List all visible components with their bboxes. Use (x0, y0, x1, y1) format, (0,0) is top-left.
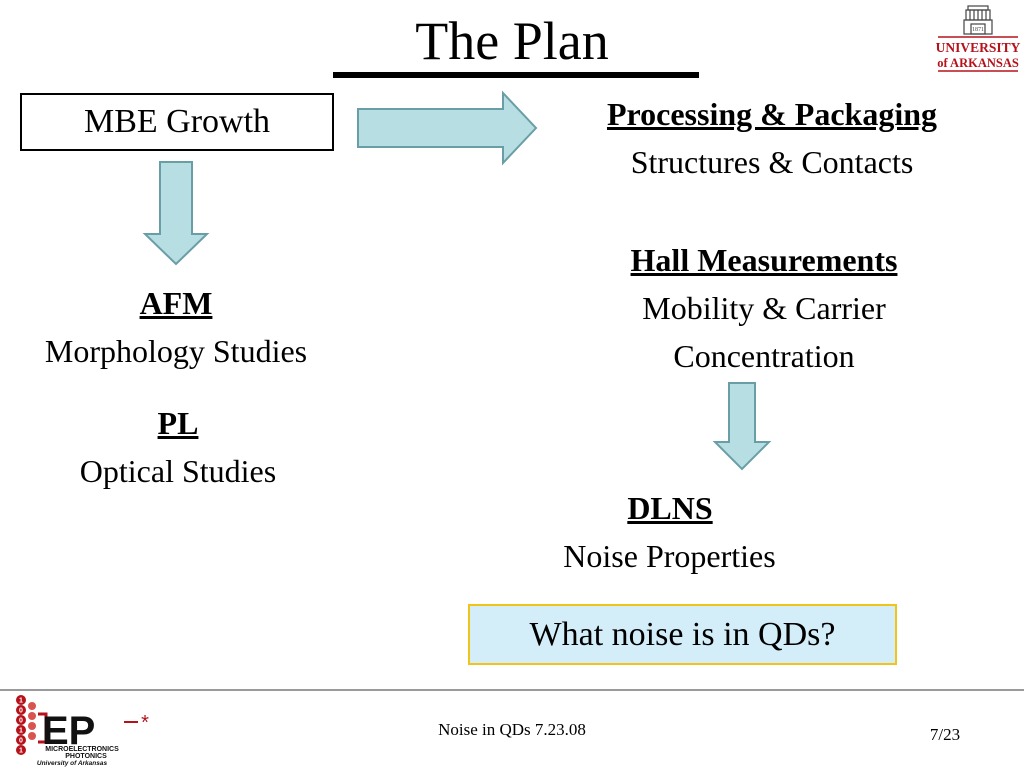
pl-block: PL Optical Studies (0, 399, 356, 495)
footer-divider (0, 689, 1024, 691)
dlns-block: DLNS Noise Properties (420, 484, 920, 580)
hall-text-line2: Concentration (673, 338, 855, 374)
mbe-growth-box: MBE Growth (20, 93, 334, 151)
processing-text: Structures & Contacts (630, 144, 914, 180)
page-number: 7/23 (929, 725, 961, 744)
pl-heading: PL (157, 405, 199, 441)
bit-2: 0 (19, 708, 23, 715)
down-arrow-icon-left (142, 161, 210, 266)
bit-4: 1 (19, 728, 23, 735)
mu-mark-icon (38, 712, 48, 744)
mep-logo: 1 0 0 1 0 1 EP * MICROELECTRONICS PHOTON… (16, 695, 149, 767)
pl-text: Optical Studies (79, 453, 277, 489)
bit-1: 1 (19, 698, 23, 705)
slide-title: The Plan (415, 11, 609, 71)
bit-5: 0 (19, 738, 23, 745)
bit-6: 1 (19, 748, 23, 755)
mep-line2: PHOTONICS (65, 753, 107, 760)
university-of-arkansas-logo: UNIVERSITY of ARKANSAS 1871 (936, 5, 1021, 72)
mep-acronym: EP (42, 709, 95, 753)
logo-year-text: 1871 (972, 27, 984, 33)
hall-heading: Hall Measurements (630, 242, 898, 278)
dlns-heading: DLNS (627, 490, 713, 526)
question-text: What noise is in QDs? (529, 615, 836, 653)
binary-bits-icon: 1 0 0 1 0 1 (16, 695, 36, 755)
right-arrow-icon (357, 90, 538, 166)
hall-block: Hall Measurements Mobility & Carrier Con… (514, 236, 1014, 380)
footer-text: Noise in QDs 7.23.08 (438, 720, 586, 739)
afm-heading: AFM (139, 285, 213, 321)
logo-arkansas-text: of ARKANSAS (937, 56, 1019, 70)
bit-3: 0 (19, 718, 23, 725)
hall-text-line1: Mobility & Carrier (642, 290, 886, 326)
processing-block: Processing & Packaging Structures & Cont… (522, 90, 1022, 186)
logo-university-text: UNIVERSITY (936, 40, 1021, 55)
afm-block: AFM Morphology Studies (0, 279, 352, 375)
processing-heading: Processing & Packaging (606, 96, 938, 132)
afm-text: Morphology Studies (44, 333, 308, 369)
mbe-growth-label: MBE Growth (83, 103, 271, 140)
question-box: What noise is in QDs? (468, 604, 897, 665)
mep-line3: University of Arkansas (37, 760, 108, 767)
star-icon: * (141, 712, 149, 734)
down-arrow-icon-right (712, 382, 772, 471)
dlns-text: Noise Properties (563, 538, 776, 574)
title-underline (333, 72, 699, 78)
mep-line1: MICROELECTRONICS (45, 746, 119, 753)
old-main-building-icon (963, 5, 993, 35)
